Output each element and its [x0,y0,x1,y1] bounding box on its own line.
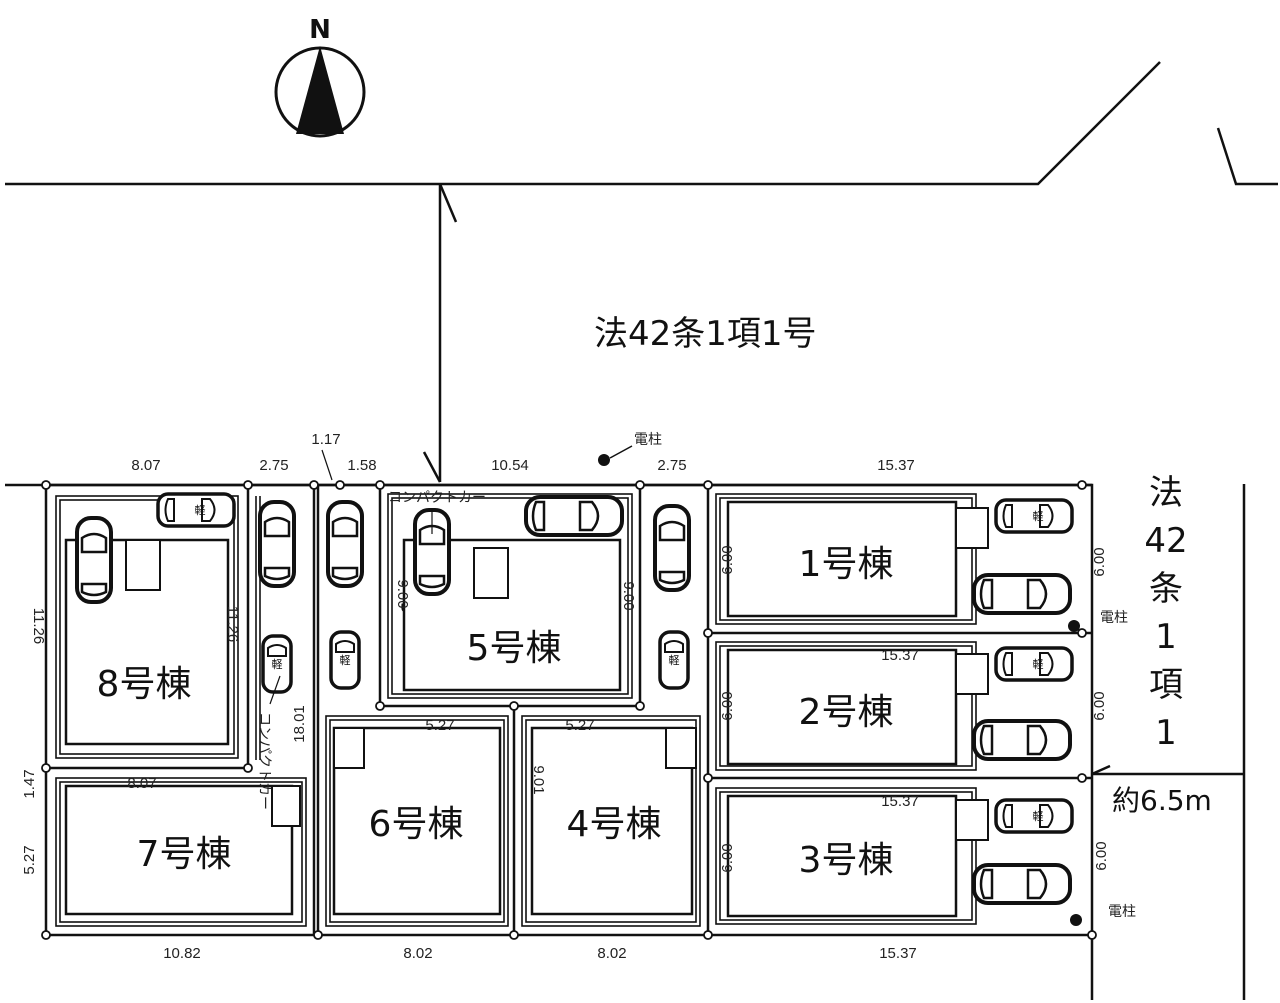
svg-text:10.82: 10.82 [163,945,201,962]
svg-text:15.37: 15.37 [879,945,917,962]
svg-text:8.07: 8.07 [127,775,156,792]
east-road-name: 法 42 条 1 項 1 [1144,473,1187,753]
building-1 [726,500,958,618]
car-icon [653,504,691,592]
svg-text:1: 1 [1155,617,1177,657]
svg-text:1.58: 1.58 [347,457,376,474]
svg-text:軽: 軽 [669,654,680,667]
unit-label-5: 5号棟 [467,628,562,669]
left-dimensions: 11.26 1.47 5.27 11.26 18.01 9.00 9.00 9.… [21,545,1110,874]
unit-label-1: 1号棟 [799,544,894,585]
svg-text:11.26: 11.26 [224,606,241,642]
svg-text:電柱: 電柱 [1108,904,1136,920]
unit-label-4: 4号棟 [567,804,662,845]
svg-text:2.75: 2.75 [657,457,686,474]
svg-text:9.00: 9.00 [620,581,637,610]
fence-lines [55,493,977,927]
svg-text:電柱: 電柱 [634,432,662,448]
svg-text:軽: 軽 [195,504,206,517]
pole-icon [598,454,610,466]
svg-text:15.37: 15.37 [877,457,915,474]
svg-text:9.00: 9.00 [394,579,411,608]
svg-text:軽: 軽 [340,654,351,667]
car-icon [258,500,296,588]
car-icon [972,863,1072,905]
svg-text:18.01: 18.01 [291,705,308,743]
building-3 [726,794,958,918]
svg-text:42: 42 [1144,521,1187,561]
car-icon [972,573,1072,615]
svg-text:法: 法 [1149,473,1183,513]
svg-text:1.47: 1.47 [21,769,38,798]
east-road-width: 約6.5m [1112,784,1212,817]
east-road-lines [1091,484,1246,1000]
north-arrow-icon [296,46,344,134]
svg-text:1.17: 1.17 [311,431,340,448]
unit-label-8: 8号棟 [97,664,192,705]
site-boundary [5,483,1094,1000]
annexes [125,507,989,841]
kei-labels: 軽 軽 軽 軽 軽 軽 軽 [195,504,1044,823]
compact-car-label-top: コンパクトカー [388,490,486,506]
svg-text:軽: 軽 [272,658,283,671]
svg-text:15.37: 15.37 [881,793,919,810]
unit-label-3: 3号棟 [799,840,894,881]
unit-label-7: 7号棟 [137,834,232,875]
svg-text:6.00: 6.00 [1093,841,1110,870]
svg-text:6.00: 6.00 [719,691,736,720]
svg-text:6.00: 6.00 [1091,547,1108,576]
svg-text:8.07: 8.07 [131,457,160,474]
utility-poles: 電柱 電柱 電柱 [598,432,1136,926]
unit-label-2: 2号棟 [799,692,894,733]
svg-text:6.00: 6.00 [719,545,736,574]
unit-labels: 1号棟 2号棟 3号棟 4号棟 5号棟 6号棟 7号棟 8号棟 [97,544,894,881]
svg-text:1: 1 [1155,713,1177,753]
svg-text:6.00: 6.00 [1091,691,1108,720]
svg-text:条: 条 [1149,569,1183,609]
svg-text:8.02: 8.02 [597,945,626,962]
svg-text:項: 項 [1149,665,1183,705]
svg-text:軽: 軽 [1033,658,1044,671]
svg-text:15.37: 15.37 [881,647,919,664]
north-arrow: N [274,15,366,138]
svg-text:6.00: 6.00 [719,843,736,872]
svg-text:5.27: 5.27 [21,845,38,874]
pole-icon [1068,620,1080,632]
svg-text:電柱: 電柱 [1100,610,1128,626]
lot-lines [46,485,1092,935]
svg-text:軽: 軽 [1033,510,1044,523]
building-2 [726,648,958,766]
inner-dimensions: 8.07 5.27 5.27 15.37 15.37 [127,647,918,810]
pole-icon [1070,914,1082,926]
car-icon [326,500,364,588]
corner-markers [41,480,1097,940]
car-icon [972,719,1072,761]
car-icon [75,516,113,604]
svg-text:5.27: 5.27 [425,717,454,734]
svg-text:5.27: 5.27 [565,717,594,734]
svg-text:2.75: 2.75 [259,457,288,474]
north-road-lines [5,61,1278,483]
north-label: N [309,15,331,45]
compact-car-label-side: コンパクトカー [256,712,272,810]
top-dimensions: 8.07 2.75 1.17 1.58 10.54 2.75 15.37 [131,431,914,474]
svg-text:10.54: 10.54 [491,457,529,474]
svg-text:8.02: 8.02 [403,945,432,962]
svg-text:11.26: 11.26 [30,608,47,644]
building-7 [64,784,294,916]
bottom-dimensions: 10.82 8.02 8.02 15.37 [163,945,917,962]
north-road-name: 法42条1項1号 [594,314,817,354]
svg-text:9.01: 9.01 [530,765,547,794]
car-icon [524,495,624,537]
svg-text:軽: 軽 [1033,810,1044,823]
unit-label-6: 6号棟 [369,804,464,845]
